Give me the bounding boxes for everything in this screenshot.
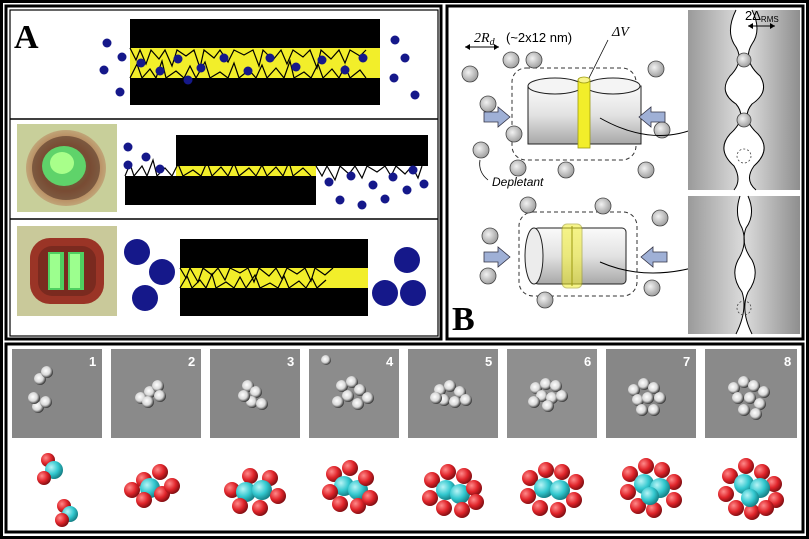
pressure-arrow-left-bottom [483, 246, 511, 268]
model-cluster-5 [422, 464, 484, 518]
micrograph-cluster-3: 3 [210, 349, 300, 438]
surface-roughness-top [179, 266, 334, 284]
depletant-pointer [479, 159, 489, 181]
micrograph-face-on [17, 124, 117, 212]
svg-text:3: 3 [287, 354, 294, 369]
zoom-surface-top [688, 9, 800, 191]
roughness-label: 2ΔRMS [745, 8, 779, 29]
svg-text:2Rd: 2Rd [474, 31, 496, 48]
panel-c-frame [4, 342, 805, 534]
model-cluster-8 [718, 458, 784, 520]
plate-pair-aligned [179, 239, 368, 316]
small-depletant-particles-row1 [99, 35, 420, 100]
bottom-plate [130, 78, 380, 105]
pressure-arrow-right-top [638, 106, 666, 128]
svg-text:2ΔRMS: 2ΔRMS [745, 8, 779, 24]
pressure-arrow-left-top [483, 106, 511, 128]
surface-roughness-bottom [179, 272, 327, 290]
top-plate [176, 135, 428, 166]
micrograph-cluster-7: 7 [606, 349, 696, 438]
yellow-gap [130, 46, 380, 80]
micrograph-cluster-4: 4 [309, 349, 399, 438]
plate-pair-separated [129, 19, 380, 105]
panel-a-inner-frame [9, 9, 439, 337]
small-depletant-particles-row2 [123, 142, 429, 210]
svg-text:7: 7 [683, 354, 690, 369]
depletant-spheres-bottom [479, 196, 669, 309]
model-cluster-2 [124, 464, 180, 508]
micrograph-cluster-5: 5 [408, 349, 498, 438]
panel-c: C 1 2 3 4 [4, 342, 805, 534]
svg-text:5: 5 [485, 354, 492, 369]
surface-roughness-right [315, 164, 423, 182]
panel-b-frame [445, 4, 805, 341]
surface-roughness-top [129, 47, 367, 71]
bottom-plate [180, 288, 368, 316]
model-cluster-6 [520, 462, 584, 518]
excluded-volume-region [577, 79, 591, 149]
micrograph-side-on [17, 226, 117, 316]
model-cluster-3 [224, 468, 286, 516]
svg-text:1: 1 [89, 354, 96, 369]
micrograph-cluster-6: 6 [507, 349, 597, 438]
top-plate [180, 239, 368, 268]
plate-pair-shifted [124, 135, 428, 205]
model-cluster-1 [37, 453, 78, 527]
side-by-side-cylinders [518, 211, 638, 297]
bottom-plate [125, 176, 316, 205]
micrograph-cluster-8: 8 [705, 349, 797, 438]
panel-b: 2Rd (~2x12 nm) ΔV Depletant [445, 4, 805, 341]
svg-text:4: 4 [386, 354, 394, 369]
depletant-label: Depletant [492, 175, 544, 189]
depletant-diameter-label: 2Rd (~2x12 nm) [465, 30, 572, 50]
depletant-spheres-top [461, 51, 671, 179]
svg-text:2: 2 [188, 354, 195, 369]
svg-text:6: 6 [584, 354, 591, 369]
pressure-arrow-right-bottom [640, 246, 668, 268]
micrograph-cluster-1: 1 [12, 349, 102, 438]
micrograph-cluster-2: 2 [111, 349, 201, 438]
panel-a: A [4, 4, 443, 341]
zoom-surface-bottom [688, 195, 800, 335]
model-cluster-4 [322, 460, 378, 514]
top-plate [130, 19, 380, 48]
svg-text:(~2x12 nm): (~2x12 nm) [506, 30, 572, 45]
excluded-volume-label: ΔV [611, 25, 630, 40]
panel-a-letter: A [14, 19, 39, 56]
panel-a-frame [4, 4, 443, 341]
model-cluster-7 [620, 458, 682, 518]
excluded-volume-pointer [587, 39, 609, 81]
panel-b-letter: B [452, 301, 475, 338]
surface-roughness [124, 157, 312, 178]
face-to-face-cylinders [511, 67, 642, 161]
large-depletant-particles [124, 239, 426, 311]
svg-text:8: 8 [784, 354, 791, 369]
